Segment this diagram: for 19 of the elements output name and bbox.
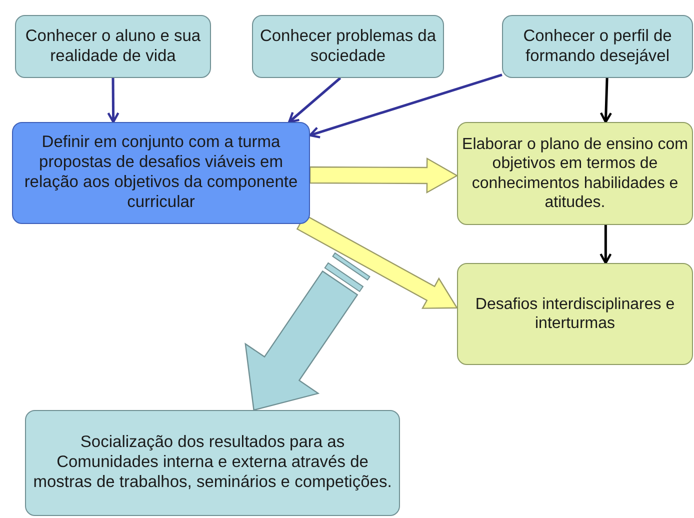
process-box [502, 15, 693, 78]
process-box [457, 122, 693, 225]
arrow [308, 74, 502, 138]
box-text: Conhecer o aluno e sua realidade de vida [24, 26, 202, 66]
process-box [457, 263, 693, 365]
box-text: Elaborar o plano de ensino com objetivos em termos de conhecimentos habilidades e atitudes. [462, 135, 688, 212]
process-box [12, 122, 310, 224]
box-text: Conhecer problemas da sociedade [258, 26, 438, 66]
process-box [15, 15, 211, 78]
arrow [600, 225, 612, 264]
process-box [25, 410, 400, 516]
process-box [252, 15, 444, 78]
arrow [600, 78, 612, 124]
box-text: Desafios interdisciplinares e interturmas [474, 294, 676, 334]
box-text: Socialização dos resultados para as Comunidades interna e externa através de mostras de trabalhos, seminários e competições. [32, 433, 393, 493]
arrow [288, 77, 342, 124]
arrow [107, 78, 120, 124]
box-text: Definir em conjunto com a turma propostas de desafios viáveis em relação aos objetivos da componente curricular [23, 133, 299, 213]
box-text: Conhecer o perfil de formando desejável [522, 26, 673, 66]
